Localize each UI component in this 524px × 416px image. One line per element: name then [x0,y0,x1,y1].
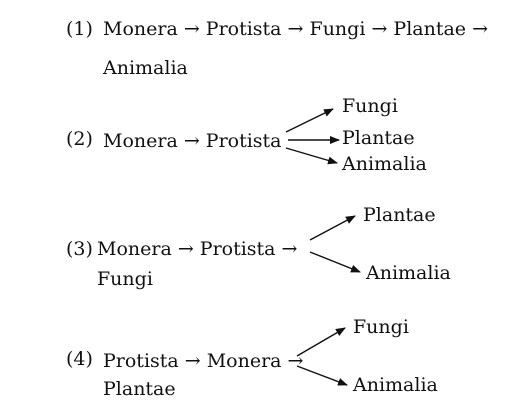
option-4-arrow-fungi [296,327,346,357]
option-2-arrow-animalia [285,147,338,165]
option-2-branch-plantae: Plantae [342,127,415,149]
option-1-number: (1) [66,18,93,40]
option-4-branch-animalia: Animalia [353,374,438,396]
option-4-arrow-animalia [296,365,348,386]
option-4-branch-fungi: Fungi [353,316,409,338]
option-2-branch-animalia: Animalia [342,153,427,175]
option-3-stem: Monera → Protista → [97,238,298,260]
option-2-branch-fungi: Fungi [342,95,398,117]
option-4-stem: Protista → Monera → [103,350,304,372]
option-1-sequence-continued: Animalia [103,57,188,79]
option-3-arrow-plantae [309,215,356,241]
option-2-arrow-fungi [285,108,334,133]
option-3-stem-continued: Fungi [97,268,153,290]
option-4-stem-continued: Plantae [103,378,176,400]
option-3-number: (3) [66,238,93,260]
option-3-branch-plantae: Plantae [363,204,436,226]
option-2-number: (2) [66,128,93,150]
option-1-sequence: Monera → Protista → Fungi → Plantae → [103,18,489,40]
option-2-stem: Monera → Protista [103,130,282,152]
option-3-branch-animalia: Animalia [366,262,451,284]
option-3-arrow-animalia [309,251,361,273]
option-4-number: (4) [66,348,93,370]
